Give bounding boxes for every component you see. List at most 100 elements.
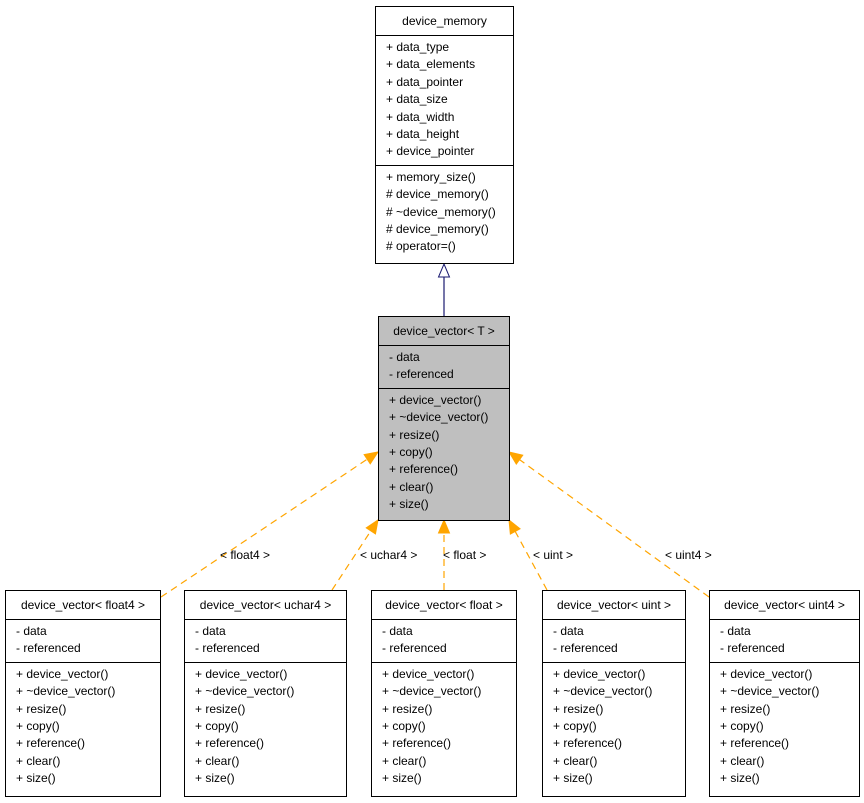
attributes-section: - data - referenced [372, 620, 516, 663]
attribute: - referenced [389, 367, 454, 382]
method: + device_vector() [16, 666, 109, 681]
method: + memory_size() [386, 169, 476, 184]
method: + reference() [553, 736, 623, 751]
template-edge-line [160, 458, 368, 598]
class-box-dv-uint4[interactable]: device_vector< uint4 > - data - referenced… [709, 590, 860, 797]
class-name: device_vector< float4 > [6, 591, 160, 620]
method: + ~device_vector() [382, 684, 482, 699]
filled-arrowhead-icon [507, 451, 524, 465]
method: + resize() [195, 701, 246, 716]
methods-section: + device_vector() + ~device_vector() + res… [6, 663, 160, 792]
attributes-section: + data_type + data_elements + data_pointer… [376, 36, 513, 166]
method: + ~device_vector() [16, 684, 116, 699]
attribute: - referenced [195, 641, 260, 656]
method: + device_vector() [195, 666, 288, 681]
attribute: - referenced [720, 641, 785, 656]
method: + resize() [389, 427, 440, 442]
methods-section: + device_vector() + ~device_vector() + res… [710, 663, 859, 792]
method: + clear() [720, 753, 765, 768]
class-name: device_vector< uint4 > [710, 591, 859, 620]
method: + copy() [389, 444, 433, 459]
method: + reference() [382, 736, 452, 751]
class-name: device_memory [376, 7, 513, 36]
method: + copy() [16, 718, 60, 733]
class-box-dv-float[interactable]: device_vector< float > - data - referenced… [371, 590, 517, 797]
attribute: - referenced [16, 641, 81, 656]
method: # ~device_memory() [386, 204, 496, 219]
methods-section: + device_vector() + ~device_vector() + res… [185, 663, 346, 792]
method: + reference() [389, 462, 459, 477]
method: + device_vector() [382, 666, 475, 681]
method: + size() [382, 771, 422, 786]
method: + reference() [720, 736, 790, 751]
method: + size() [720, 771, 760, 786]
class-box-dv-float4[interactable]: device_vector< float4 > - data - reference… [5, 590, 161, 797]
class-box-device-vector-T[interactable]: device_vector< T > - data - referenced + de… [378, 316, 510, 521]
methods-section: + device_vector()+ ~device_vector()+ res… [379, 389, 509, 518]
class-box-device-memory[interactable]: device_memory+ data_type+ data_elements+… [375, 6, 514, 264]
class-box-dv-uint[interactable]: device_vector< uint >- data- referenced+… [542, 590, 686, 797]
method: + ~device_vector() [720, 684, 820, 699]
method: + clear() [389, 479, 434, 494]
method: + copy() [382, 718, 426, 733]
attribute: + data_elements [386, 57, 476, 72]
method: + clear() [382, 753, 427, 768]
attribute: - data [382, 624, 413, 638]
method: + device_vector() [389, 392, 482, 407]
method: + resize() [553, 701, 604, 716]
edge-label: < uint4 > [665, 548, 712, 562]
attribute: - data [720, 624, 751, 638]
class-name: device_vector< float > [372, 591, 516, 620]
filled-arrowhead-icon [437, 518, 451, 534]
attribute: + data_width [386, 109, 455, 124]
method: + size() [195, 771, 235, 786]
attribute: + data_pointer [386, 74, 464, 89]
attribute: - data [389, 350, 420, 364]
methods-section: + memory_size() # device_memory() # ~devic… [376, 166, 513, 260]
methods-section: + device_vector() + ~device_vector() + res… [372, 663, 516, 792]
edge-label: < uint > [533, 548, 574, 562]
attributes-section: - data - referenced [185, 620, 346, 663]
filled-arrowhead-icon [508, 518, 521, 535]
methods-section: + device_vector() + ~device_vector() + res… [543, 663, 685, 792]
attribute: - data [553, 624, 584, 638]
method: + size() [553, 771, 593, 786]
method: + reference() [16, 736, 86, 751]
method: + device_vector() [553, 666, 646, 681]
class-name: device_vector< T > [379, 317, 509, 346]
attributes-section: - data - referenced [543, 620, 685, 663]
filled-arrowhead-icon [365, 518, 379, 535]
method: + reference() [195, 736, 265, 751]
edge-label: < uchar4 > [360, 548, 418, 562]
method: + copy() [195, 718, 239, 733]
template-edge-line [519, 459, 710, 598]
filled-arrowhead-icon [363, 451, 380, 465]
attributes-section: - data - referenced [379, 346, 509, 389]
method: # operator=() [386, 239, 456, 254]
method: + device_vector() [720, 666, 813, 681]
method: + size() [16, 771, 56, 786]
attributes-section: - data - referenced [6, 620, 160, 663]
method: # device_memory() [386, 221, 489, 236]
method: + ~device_vector() [195, 684, 295, 699]
edge-label: < float > [443, 548, 487, 562]
method: + size() [389, 497, 429, 512]
method: + clear() [553, 753, 598, 768]
attribute: - data [195, 624, 226, 638]
class-box-dv-uchar4[interactable]: device_vector< uchar4 >- data- reference… [184, 590, 347, 797]
attribute: - referenced [553, 641, 618, 656]
method: + resize() [16, 701, 67, 716]
attribute: + data_size [386, 92, 448, 107]
attribute: - data [16, 624, 47, 638]
method: + copy() [720, 718, 764, 733]
method: + copy() [553, 718, 597, 733]
attribute: + data_type [386, 40, 450, 54]
method: + clear() [195, 753, 240, 768]
attribute: - referenced [382, 641, 447, 656]
method: + resize() [382, 701, 433, 716]
method: + resize() [720, 701, 771, 716]
method: + ~device_vector() [553, 684, 653, 699]
edge-label: < float4 > [220, 548, 271, 562]
